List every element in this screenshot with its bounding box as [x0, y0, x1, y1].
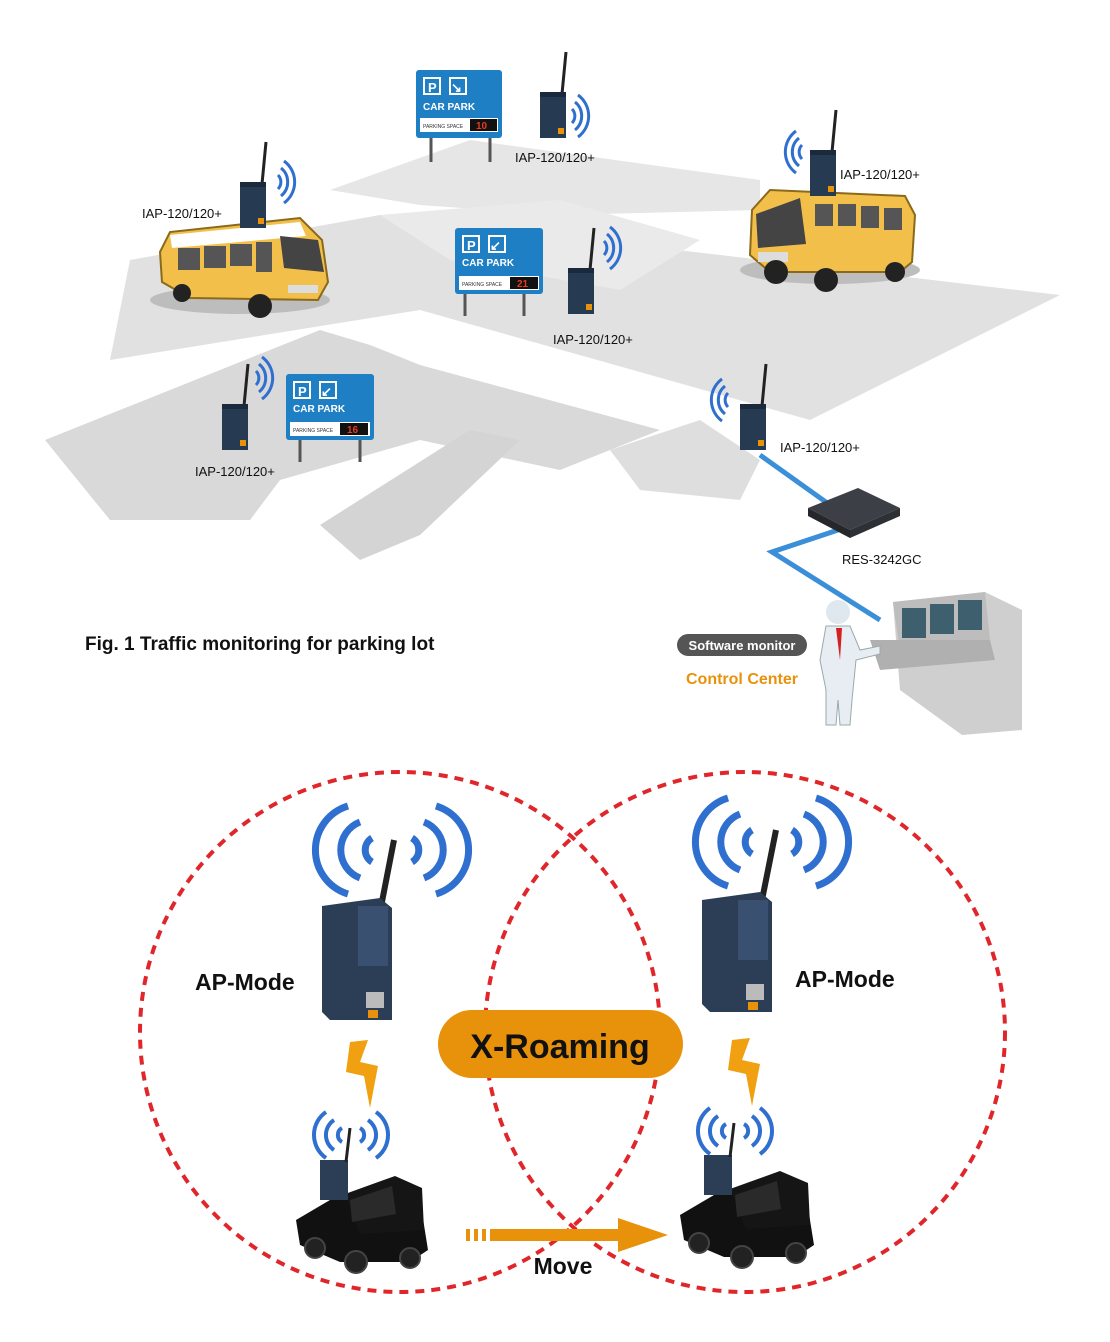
ap-mode-left-label: AP-Mode	[195, 969, 295, 995]
sign-space-label: PARKING SPACE	[423, 124, 464, 130]
ap-on-bus-left	[238, 140, 297, 230]
sign-title: CAR PARK	[423, 102, 476, 113]
lightning-icon	[346, 1040, 378, 1108]
label-iap-bus-right: IAP-120/120+	[840, 167, 920, 182]
parking-sign-3: P ↙ CAR PARK PARKING SPACE 16	[286, 374, 374, 462]
ap-top-center	[538, 50, 591, 140]
x-roaming-label: X-Roaming	[470, 1028, 649, 1066]
sign-p-letter: P	[298, 384, 307, 399]
parking-sign-2: P ↙ CAR PARK PARKING SPACE 21	[455, 228, 543, 316]
sign-arrow: ↙	[490, 238, 501, 253]
software-monitor-badge: Software monitor	[677, 634, 807, 656]
label-iap-bus-left: IAP-120/120+	[142, 206, 222, 221]
wifi-icon	[696, 1106, 774, 1156]
label-res-switch: RES-3242GC	[842, 552, 921, 567]
sign-arrow: ↘	[451, 80, 462, 95]
sign-space-count: 16	[347, 425, 359, 436]
operator-person	[819, 600, 881, 726]
wifi-icon	[692, 794, 852, 890]
software-monitor-label: Software monitor	[689, 638, 796, 653]
label-iap-top: IAP-120/120+	[515, 150, 595, 165]
fig1-caption: Fig. 1 Traffic monitoring for parking lo…	[85, 634, 435, 655]
x-roaming-badge: X-Roaming	[438, 1010, 683, 1078]
sign-arrow: ↙	[321, 384, 332, 399]
ap-on-bus-right	[783, 108, 838, 198]
move-arrow	[466, 1218, 668, 1252]
label-iap-left: IAP-120/120+	[195, 464, 275, 479]
wifi-icon	[312, 1110, 390, 1160]
switch-res-3242gc	[808, 488, 900, 538]
label-iap-control: IAP-120/120+	[780, 440, 860, 455]
link-ap-to-switch	[758, 452, 832, 508]
sign-space-label: PARKING SPACE	[293, 428, 334, 434]
ap-mode-right-label: AP-Mode	[795, 966, 895, 992]
bus-left	[150, 216, 330, 318]
sign-space-label: PARKING SPACE	[462, 282, 503, 288]
sign-space-count: 10	[476, 121, 488, 132]
truck-left	[296, 1127, 428, 1274]
sign-title: CAR PARK	[462, 258, 515, 269]
truck-right	[680, 1122, 814, 1269]
lightning-icon	[728, 1038, 760, 1106]
control-console	[870, 592, 1022, 735]
sign-title: CAR PARK	[293, 404, 346, 415]
sign-space-count: 21	[517, 279, 529, 290]
parking-sign-1: P ↘ CAR PARK PARKING SPACE 10	[416, 70, 502, 162]
ap-large-left	[322, 839, 397, 1020]
ap-large-right	[702, 829, 779, 1012]
control-center-label: Control Center	[686, 671, 798, 688]
move-label: Move	[534, 1253, 593, 1279]
bus-right	[740, 188, 920, 292]
label-iap-center: IAP-120/120+	[553, 332, 633, 347]
sign-p-letter: P	[428, 80, 437, 95]
link-switch-to-center	[766, 527, 882, 623]
wifi-icon	[312, 802, 472, 898]
sign-p-letter: P	[467, 238, 476, 253]
